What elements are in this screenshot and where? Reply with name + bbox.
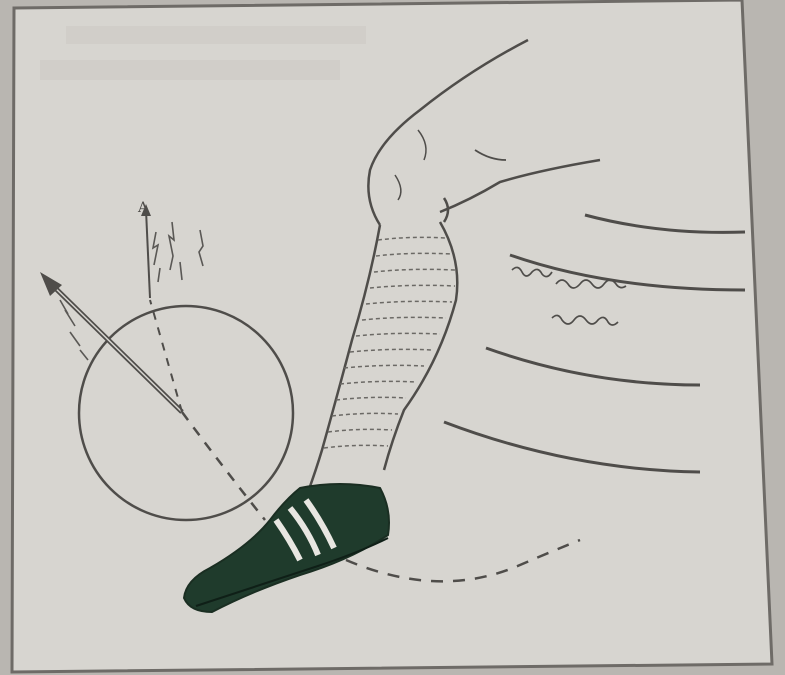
page-sheet — [12, 0, 772, 672]
point-label: A — [137, 200, 149, 216]
